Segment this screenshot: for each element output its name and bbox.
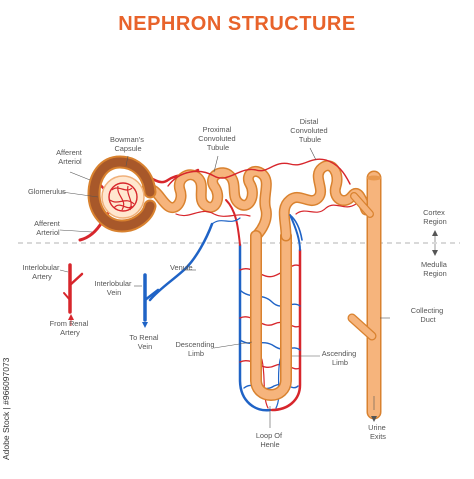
interlobular-vein-branch: [143, 288, 160, 302]
peritubular-capillaries: [167, 158, 357, 241]
bowmans-capsule: [87, 155, 157, 233]
interlobular-artery-branch: [68, 272, 84, 287]
glomerulus: [108, 182, 138, 212]
label-interlobular-artery: Interlobular Artery: [22, 263, 61, 281]
label-proximal-tubule: Proximal Convoluted Tubule: [198, 125, 237, 152]
interlobular-artery-branch-small: [63, 292, 71, 301]
label-ascending-limb: Ascending Limb: [322, 349, 359, 367]
arrowhead-up-icon-cortex: [432, 230, 438, 242]
label-venule: Venule: [170, 263, 193, 272]
page-title: NEPHRON STRUCTURE: [118, 13, 355, 35]
label-glomerulus: Glomerulus: [28, 187, 66, 196]
label-afferent-arteriol-top: Afferent Arteriol: [56, 148, 84, 166]
label-loop-of-henle: Loop Of Henle: [256, 431, 284, 449]
label-to-renal-vein: To Renal Vein: [129, 333, 160, 351]
label-cortex-region: Cortex Region: [423, 208, 447, 226]
venule: [148, 222, 214, 302]
label-bowmans-capsule: Bowman's Capsule: [110, 135, 146, 153]
label-interlobular-vein: Interlobular Vein: [94, 279, 133, 297]
proximal-convoluted-tubule: [140, 166, 272, 256]
stock-id-text: Adobe Stock | #966097073: [1, 357, 11, 460]
label-medulla-region: Medulla Region: [421, 260, 449, 278]
label-collecting-duct: Collecting Duct: [411, 306, 446, 324]
label-from-renal-artery: From Renal Artery: [50, 319, 91, 337]
label-distal-tubule: Distal Convoluted Tubule: [290, 117, 329, 144]
stock-sidebar: [0, 0, 14, 474]
collecting-duct: [347, 170, 382, 420]
label-descending-limb: Descending Limb: [175, 340, 216, 358]
arrowhead-down-icon-medulla: [432, 244, 438, 256]
loop-of-henle: [250, 230, 292, 401]
leader-lines: [59, 147, 390, 428]
collecting-duct-top: [367, 175, 381, 181]
arrowhead-down-icon-urine: [371, 416, 377, 422]
label-urine-exits: Urine Exits: [368, 423, 388, 441]
arrowhead-down-icon: [142, 322, 148, 328]
arrowhead-up-icon: [68, 314, 74, 326]
label-afferent-arteriol-bottom: Afferent Arteriol: [34, 219, 62, 237]
